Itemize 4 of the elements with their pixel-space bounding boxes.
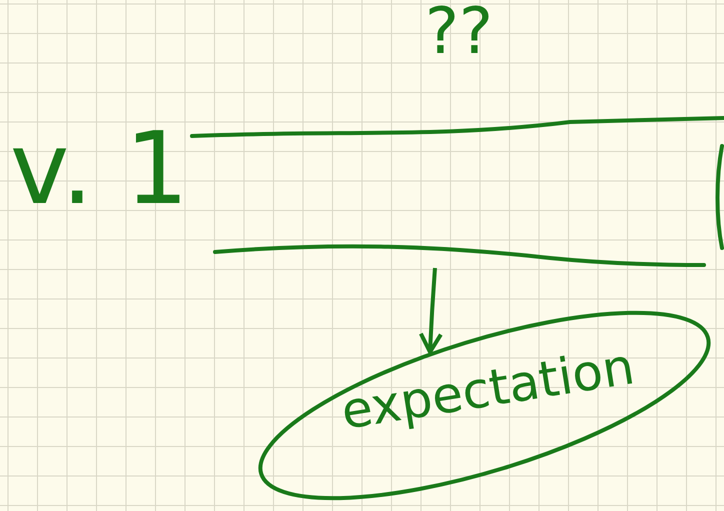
arrow — [418, 268, 443, 354]
handwritten-label: ?? — [425, 0, 493, 69]
handwritten-word: expectation — [337, 337, 638, 441]
handwritten-label: v. 1 — [10, 110, 189, 227]
